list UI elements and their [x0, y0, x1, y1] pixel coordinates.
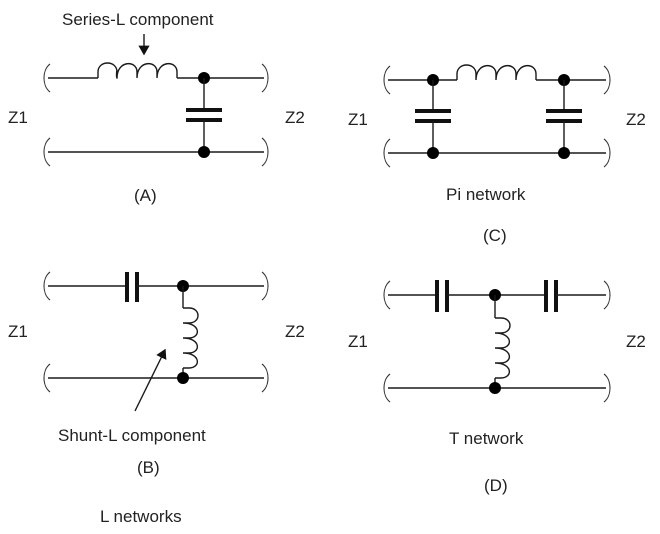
series-l-annotation: Series-L component — [62, 10, 214, 29]
caption-a: (A) — [134, 186, 157, 205]
break-mark — [43, 63, 51, 93]
pi-network-title: Pi network — [446, 185, 526, 204]
series-inductor — [456, 64, 537, 81]
break-mark — [603, 280, 611, 310]
break-mark — [383, 65, 391, 95]
break-mark — [43, 363, 51, 393]
port-z2: Z2 — [285, 108, 305, 127]
node-bottom — [489, 382, 501, 394]
l-networks-label: L networks — [100, 507, 182, 526]
port-z1: Z1 — [8, 322, 28, 341]
node-bottom — [177, 372, 189, 384]
caption-b: (B) — [137, 458, 160, 477]
break-mark — [261, 137, 269, 167]
break-mark — [261, 271, 269, 301]
node-bottom-left — [427, 147, 439, 159]
port-z1: Z1 — [348, 110, 368, 129]
node-bottom-right — [558, 147, 570, 159]
port-z1: Z1 — [348, 332, 368, 351]
break-mark — [383, 138, 391, 168]
break-mark — [603, 373, 611, 403]
port-z2: Z2 — [626, 110, 646, 129]
shunt-inductor — [494, 317, 511, 379]
caption-c: (C) — [483, 226, 507, 245]
break-mark — [43, 271, 51, 301]
break-mark — [261, 63, 269, 93]
circuit-b: Z1 Z2 Shunt-L component (B) L networks — [8, 271, 305, 526]
port-z2: Z2 — [285, 322, 305, 341]
shunt-l-arrow — [134, 348, 167, 412]
break-mark — [603, 138, 611, 168]
circuit-a: Series-L component Z1 Z2 (A) — [8, 10, 305, 205]
series-inductor — [97, 62, 178, 79]
caption-d: (D) — [484, 476, 508, 495]
break-mark — [603, 65, 611, 95]
port-z1: Z1 — [8, 108, 28, 127]
circuit-d-t-network: Z1 Z2 T network (D) — [348, 280, 646, 495]
shunt-l-annotation: Shunt-L component — [58, 426, 206, 445]
t-network-title: T network — [449, 429, 524, 448]
shunt-inductor — [182, 307, 199, 369]
break-mark — [261, 363, 269, 393]
break-mark — [383, 373, 391, 403]
circuit-c-pi-network: Z1 Z2 Pi network (C) — [348, 64, 646, 245]
break-mark — [43, 137, 51, 167]
node-bottom — [198, 146, 210, 158]
port-z2: Z2 — [626, 332, 646, 351]
break-mark — [383, 280, 391, 310]
